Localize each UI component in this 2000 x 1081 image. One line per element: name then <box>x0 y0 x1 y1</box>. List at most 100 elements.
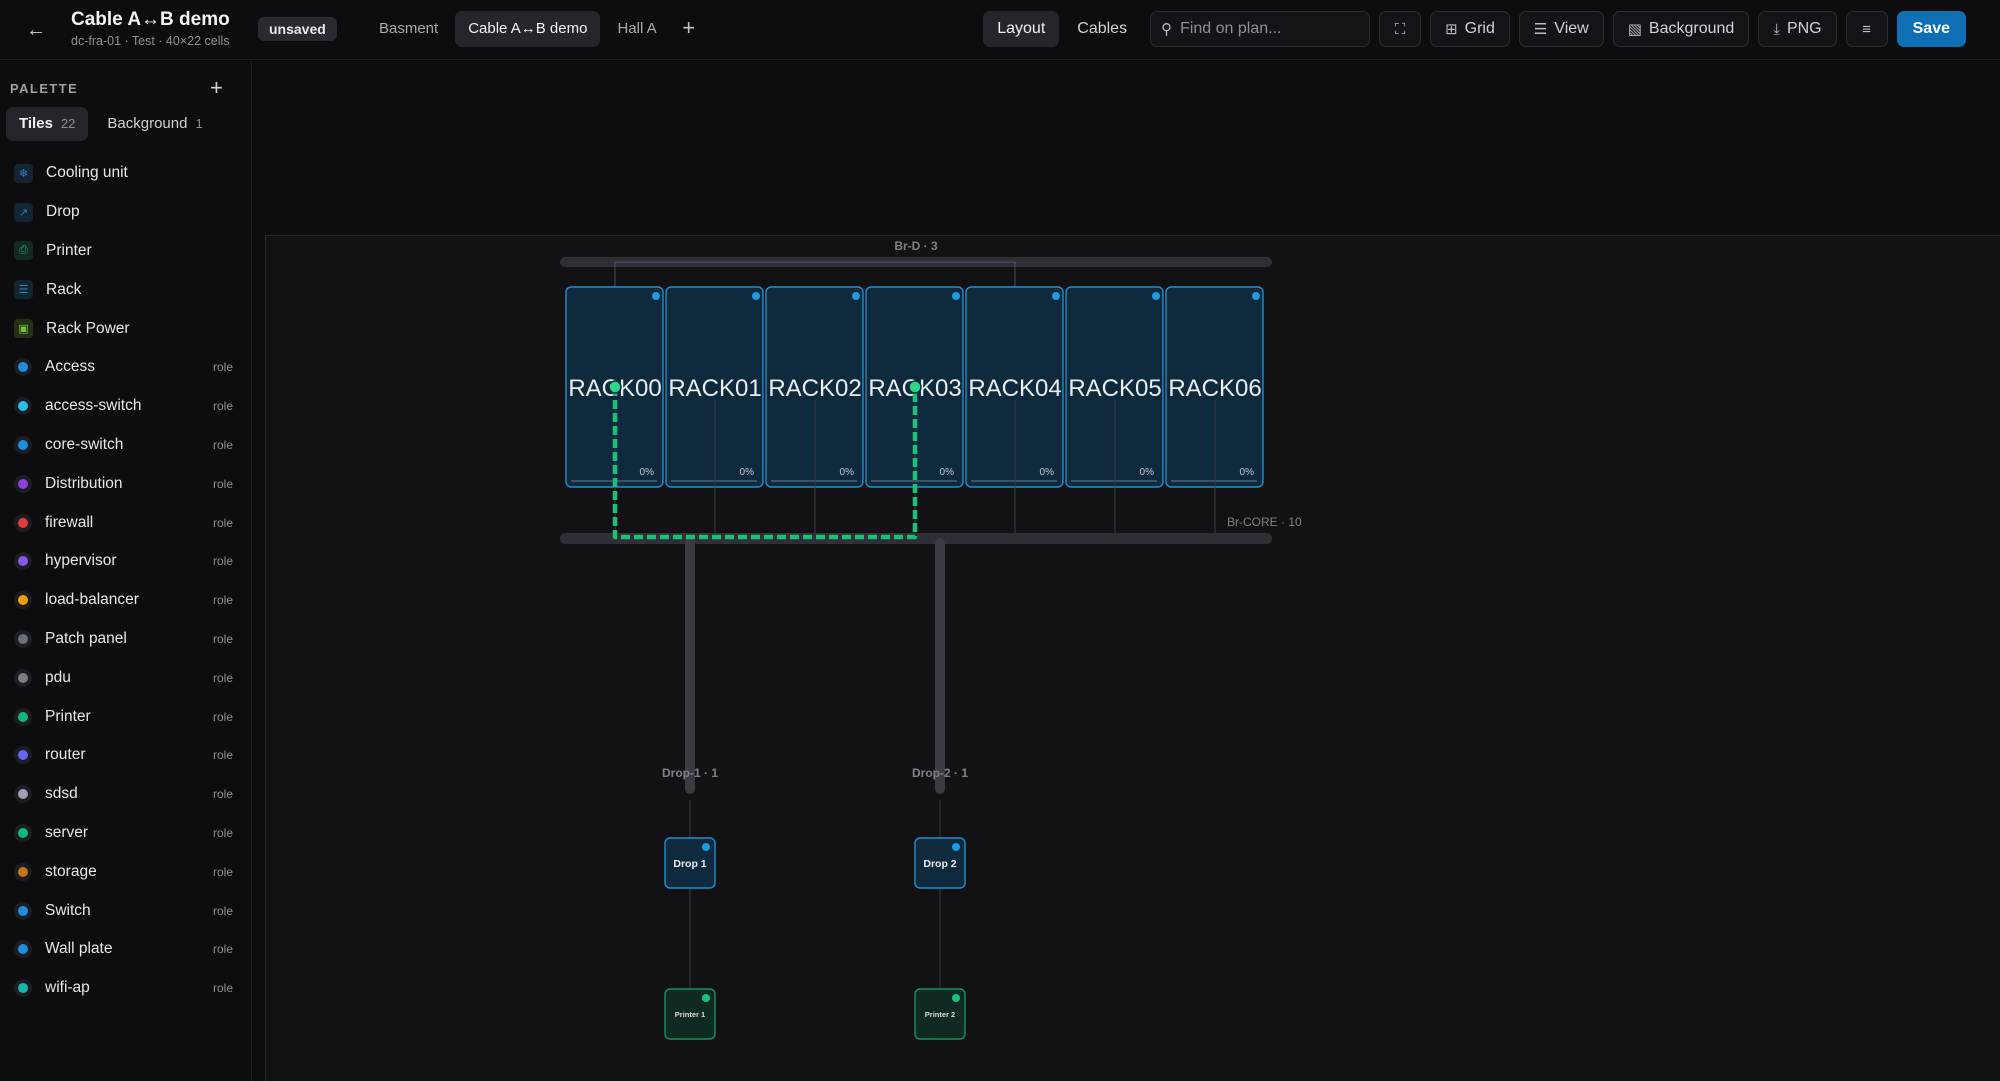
palette-item-label: pdu <box>45 668 71 686</box>
role-color-dot <box>14 707 32 726</box>
tab-background-label: Background <box>107 115 188 132</box>
palette-role-item[interactable]: pdu role <box>0 658 252 697</box>
palette-tile-item[interactable]: ❄Cooling unit <box>0 154 252 193</box>
role-tag: role <box>212 787 233 802</box>
palette-item-label: wifi-ap <box>45 979 90 997</box>
palette-item-label: Printer <box>45 707 91 725</box>
role-color-dot <box>14 746 32 765</box>
layout-mode-button[interactable]: Layout <box>983 11 1060 47</box>
palette-role-item[interactable]: sdsd role <box>0 775 252 814</box>
top-bar: ← Cable A↔B demo dc-fra-01 · Test · 40×2… <box>0 0 2000 60</box>
tab-basment[interactable]: Basment <box>379 20 439 37</box>
palette-tile-item[interactable]: ⎙Printer <box>0 232 252 271</box>
tab-background[interactable]: Background 1 <box>94 107 215 141</box>
role-tag: role <box>212 864 233 879</box>
palette-item-label: firewall <box>45 513 94 531</box>
palette-item-label: core-switch <box>45 435 124 453</box>
role-tag: role <box>212 593 233 608</box>
grid-label: Grid <box>1464 20 1495 37</box>
search-icon: ⚲ <box>1161 20 1173 38</box>
palette-role-item[interactable]: load-balancer role <box>0 581 252 620</box>
plan-title-block: Cable A↔B demo dc-fra-01 · Test · 40×22 … <box>71 9 230 48</box>
palette-item-label: Rack <box>46 280 82 298</box>
palette-tile-item[interactable]: ☰ Rack <box>0 270 252 309</box>
palette-role-item[interactable]: Printer role <box>0 697 252 736</box>
export-png-button[interactable]: ⤓ PNG <box>1758 11 1837 47</box>
fullscreen-button[interactable]: ⛶ <box>1379 11 1422 47</box>
server-icon: ☰ <box>14 280 33 300</box>
role-color-dot <box>14 668 32 687</box>
add-palette-item-button[interactable]: + <box>210 75 223 100</box>
grid-icon: ⊞ <box>1445 20 1458 38</box>
sliders-icon: ☰ <box>1533 20 1548 38</box>
role-color-dot <box>14 591 32 610</box>
palette-item-label: Patch panel <box>45 629 127 647</box>
floor-plan-area[interactable] <box>265 235 2000 1081</box>
save-button[interactable]: Save <box>1896 11 1966 47</box>
palette-item-label: Switch <box>45 901 91 919</box>
tab-hall-a[interactable]: Hall A <box>617 20 657 37</box>
palette-item-label: router <box>45 746 86 764</box>
grid-button[interactable]: ⊞ Grid <box>1430 11 1510 47</box>
cables-mode-button[interactable]: Cables <box>1077 20 1128 37</box>
palette-role-item[interactable]: Switch role <box>0 891 252 930</box>
back-button[interactable]: ← <box>22 16 50 44</box>
tab-tiles-count: 22 <box>60 116 76 131</box>
role-tag: role <box>212 825 233 840</box>
palette-item-label: Distribution <box>45 474 123 492</box>
role-tag: role <box>212 399 233 414</box>
settings-button[interactable]: ≡ <box>1845 11 1888 47</box>
tab-cable-demo[interactable]: Cable A↔B demo <box>455 11 601 47</box>
tab-tiles-label: Tiles <box>19 115 53 132</box>
palette-item-label: Drop <box>46 203 80 221</box>
image-icon: ▧ <box>1627 20 1642 38</box>
arrow-left-icon: ← <box>26 18 46 41</box>
role-color-dot <box>14 552 32 571</box>
role-tag: role <box>212 631 233 646</box>
role-tag: role <box>212 360 233 375</box>
role-color-dot <box>14 901 32 920</box>
role-tag: role <box>212 903 233 918</box>
palette-list: ❄Cooling unit ↗ Drop ⎙Printer ☰ Rack ▣Rack Pow… <box>0 154 252 1008</box>
palette-role-item[interactable]: server role <box>0 814 252 853</box>
palette-sidebar: PALETTE + Tiles 22 Background 1 ❄Cooling… <box>0 61 252 1081</box>
view-button[interactable]: ☰ View <box>1518 11 1604 47</box>
add-tab-button[interactable]: + <box>682 15 696 40</box>
palette-role-item[interactable]: Access role <box>0 348 252 387</box>
palette-role-item[interactable]: firewall role <box>0 503 252 542</box>
palette-item-label: Wall plate <box>45 940 113 958</box>
tab-tiles[interactable]: Tiles 22 <box>6 107 89 141</box>
palette-tile-item[interactable]: ↗ Drop <box>0 193 252 232</box>
palette-tile-item[interactable]: ▣Rack Power <box>0 309 252 348</box>
plug-icon: ↗ <box>14 202 33 222</box>
role-color-dot <box>14 435 32 454</box>
snowflake-icon: ❄ <box>14 163 33 183</box>
palette-item-label: server <box>45 823 89 841</box>
palette-item-label: sdsd <box>45 785 78 803</box>
palette-heading: PALETTE <box>10 81 79 96</box>
role-tag: role <box>212 670 233 685</box>
palette-item-label: load-balancer <box>45 591 139 609</box>
palette-item-label: Access <box>45 358 95 376</box>
tab-background-count: 1 <box>195 116 203 131</box>
download-icon: ⤓ <box>1773 20 1780 38</box>
role-tag: role <box>212 515 233 530</box>
background-button[interactable]: ▧ Background <box>1612 11 1750 47</box>
role-color-dot <box>14 397 32 416</box>
role-color-dot <box>14 629 32 648</box>
settings-sliders-icon: ≡ <box>1862 20 1871 38</box>
palette-role-item[interactable]: Patch panel role <box>0 620 252 659</box>
png-label: PNG <box>1786 20 1822 37</box>
role-tag: role <box>212 709 233 724</box>
view-label: View <box>1554 20 1589 37</box>
search-input[interactable] <box>1180 20 1351 38</box>
